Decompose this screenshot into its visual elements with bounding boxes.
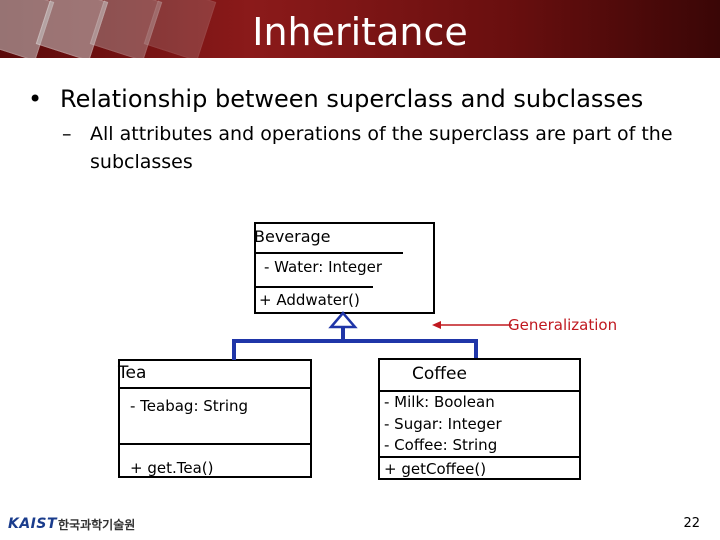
generalization-triangle-icon xyxy=(328,311,358,329)
kaist-logo: KAIST xyxy=(8,516,58,532)
class-box-beverage: Beverage - Water: Integer + Addwater() xyxy=(254,222,435,314)
title-bar: Inheritance xyxy=(0,0,720,58)
slide-title: Inheritance xyxy=(252,10,468,54)
page-number: 22 xyxy=(683,516,700,531)
operation: + getCoffee() xyxy=(384,460,487,478)
attribute: - Water: Integer xyxy=(264,258,383,276)
operation: + get.Tea() xyxy=(130,459,214,477)
generalization-arrow-icon xyxy=(432,321,441,329)
sub-bullet-text: All attributes and operations of the sup… xyxy=(90,123,673,173)
attribute-section: - Teabag: String xyxy=(120,387,310,443)
attribute-section: - Milk: Boolean - Sugar: Integer - Coffe… xyxy=(380,390,579,456)
class-name: Beverage xyxy=(254,227,331,246)
operation-section: + getCoffee() xyxy=(380,456,579,478)
class-box-tea: Tea - Teabag: String + get.Tea() xyxy=(118,359,312,478)
attribute: - Sugar: Integer xyxy=(384,415,502,433)
bullet-marker: • xyxy=(28,85,43,113)
class-name: Tea xyxy=(118,363,147,383)
bullet-text: Relationship between superclass and subc… xyxy=(60,85,644,113)
institution-name: 한국과학기술원 xyxy=(58,518,136,532)
operation-section: + get.Tea() xyxy=(120,443,310,477)
operation: + Addwater() xyxy=(259,291,360,309)
operation-section: + Addwater() xyxy=(256,286,373,312)
attribute: - Milk: Boolean xyxy=(384,393,495,411)
class-name: Coffee xyxy=(412,364,467,384)
attribute: - Teabag: String xyxy=(130,397,249,415)
generalization-label: Generalization xyxy=(508,316,618,334)
attribute: - Coffee: String xyxy=(384,436,498,454)
sub-bullet-marker: – xyxy=(62,123,72,145)
class-box-coffee: Coffee - Milk: Boolean - Sugar: Integer … xyxy=(378,358,581,480)
attribute-section: - Water: Integer xyxy=(256,252,403,284)
